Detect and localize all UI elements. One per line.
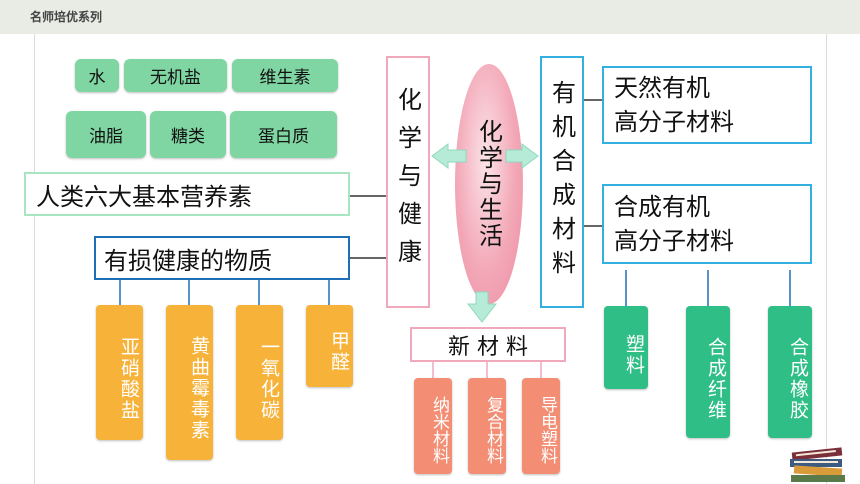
harmful-formaldehyde: 甲醛 [306,305,353,387]
harmful-carbon-monoxide: 一氧化碳 [236,305,283,440]
synthetic-polymer-box: 合成有机 高分子材料 [602,184,812,264]
center-ellipse [455,64,523,304]
synthetic-fiber: 合成纤维 [686,306,730,438]
harmful-aflatoxin: 黄曲霉毒素 [166,305,213,460]
nutrient-vitamin: 维生素 [232,59,338,92]
nutrient-sugar: 糖类 [150,111,226,158]
nutrient-inorganic-salt: 无机盐 [124,59,227,92]
natural-polymer-box: 天然有机 高分子材料 [602,66,812,144]
series-title: 名师培优系列 [30,10,103,24]
center-label: 化学与生活 [474,119,503,249]
nutrient-fat: 油脂 [66,111,146,158]
materials-title-box: 有机合成材料 [540,56,584,308]
new-material-composite: 复合材料 [468,378,506,474]
synthetic-plastic: 塑料 [604,306,648,389]
nutrients-box: 人类六大基本营养素 [24,172,350,216]
nutrient-water: 水 [75,59,119,92]
new-materials-box: 新 材 料 [410,327,566,362]
header-bar [0,0,860,34]
page-guide-left [34,34,35,484]
page-guide-right [826,34,827,484]
new-material-conductive-plastic: 导电塑料 [522,378,560,474]
harmful-nitrite: 亚硝酸盐 [96,305,143,440]
synthetic-rubber: 合成橡胶 [768,306,812,438]
harmful-box: 有损健康的物质 [94,236,350,280]
nutrient-protein: 蛋白质 [230,111,337,158]
new-material-nano: 纳米材料 [414,378,452,474]
health-title-box: 化学与健康 [386,56,430,308]
